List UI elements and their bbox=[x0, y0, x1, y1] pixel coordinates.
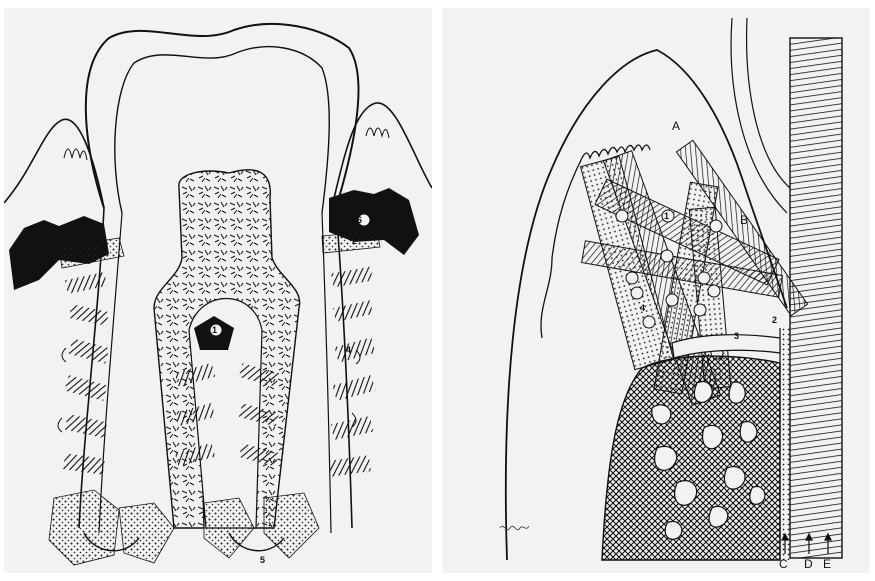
gingiva-left bbox=[4, 119, 104, 208]
periodontal-fibres-right bbox=[329, 267, 375, 477]
label-D: D bbox=[804, 558, 813, 570]
tooth-section-panel: 6 2 1 4 5 bbox=[4, 8, 432, 573]
label-number: 6 bbox=[357, 216, 362, 225]
label-number: 1 bbox=[664, 212, 669, 221]
gingiva-section-panel: A B C D E 1 2 3 4 bbox=[442, 8, 870, 573]
label-number: 5 bbox=[260, 556, 265, 565]
alveolar-bone bbox=[602, 356, 780, 560]
label-number: 3 bbox=[734, 332, 739, 341]
label-C: C bbox=[779, 558, 788, 570]
gingiva-section-drawing bbox=[442, 8, 870, 573]
periodontal-fibres-left bbox=[63, 272, 109, 475]
label-number: 2 bbox=[352, 237, 357, 246]
label-number: 4 bbox=[346, 346, 351, 355]
label-number: 2 bbox=[772, 316, 777, 325]
artist-signature bbox=[500, 526, 529, 530]
tooth-section-drawing bbox=[4, 8, 432, 573]
gingiva-right bbox=[334, 103, 432, 198]
label-number: 4 bbox=[640, 304, 645, 313]
label-B: B bbox=[740, 214, 748, 226]
label-E: E bbox=[823, 558, 831, 570]
label-A: A bbox=[672, 120, 680, 132]
label-number: 1 bbox=[212, 326, 217, 335]
